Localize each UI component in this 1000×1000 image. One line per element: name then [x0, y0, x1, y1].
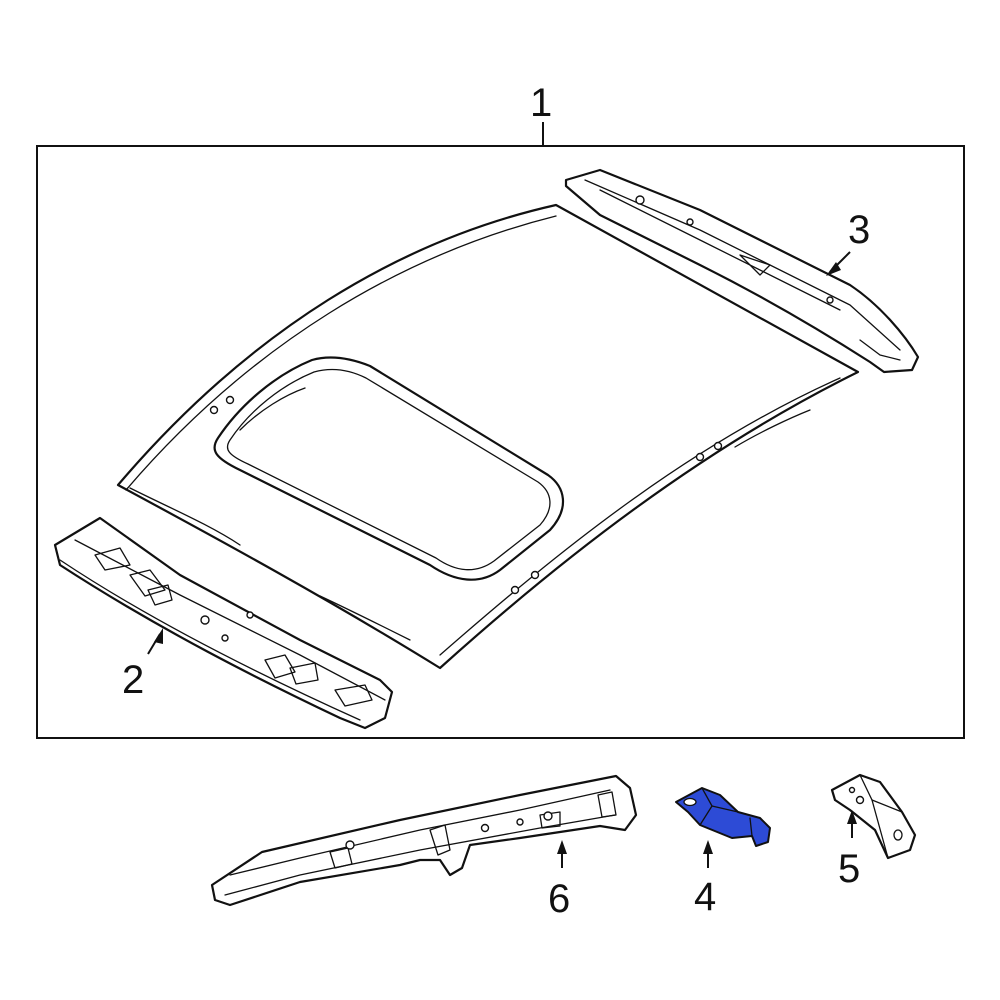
rear-roof-rail[interactable] [564, 168, 920, 374]
front-roof-rail[interactable] [53, 516, 394, 730]
callout-1-number[interactable]: 1 [530, 81, 552, 125]
callout-5-number[interactable]: 5 [838, 847, 860, 891]
callout-3-number[interactable]: 3 [848, 208, 870, 252]
roof-panel[interactable] [116, 203, 860, 670]
assembly-box [36, 145, 965, 739]
callout-2-arrow [154, 628, 163, 644]
roof-cross-member[interactable] [210, 774, 638, 907]
callout-5-arrow [847, 810, 857, 824]
callout-4-arrow [703, 840, 713, 854]
callout-6-arrow [557, 840, 567, 854]
callout-4-number[interactable]: 4 [694, 875, 716, 919]
roof-bracket-highlighted[interactable] [675, 787, 771, 847]
callout-3-arrow [826, 262, 841, 276]
callout-6-number[interactable]: 6 [548, 877, 570, 921]
roof-gusset[interactable] [830, 773, 917, 860]
callout-2-number[interactable]: 2 [122, 658, 144, 702]
